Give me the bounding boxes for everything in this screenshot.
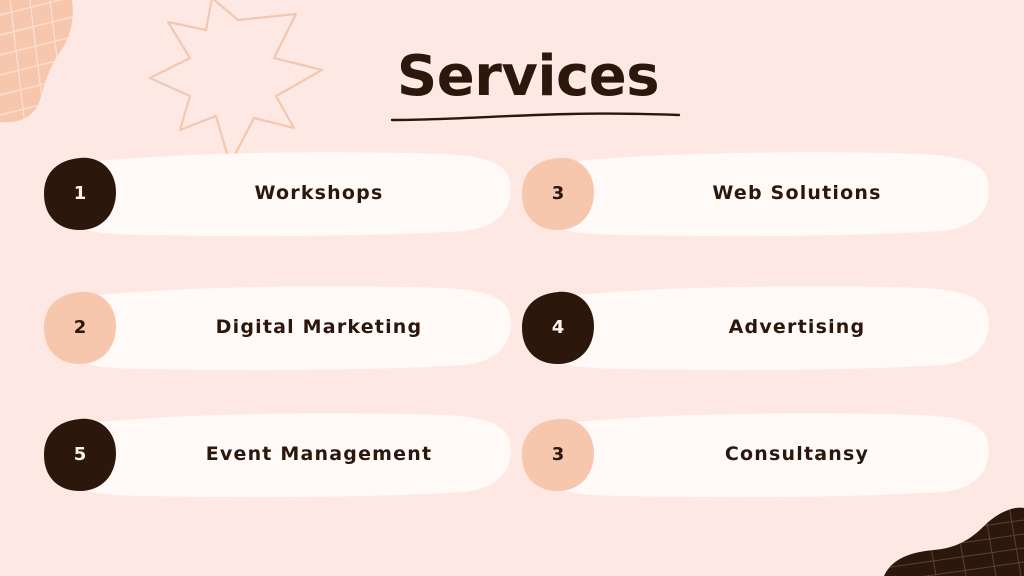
- card-pill-shape: [80, 413, 511, 498]
- number-badge-text: 1: [73, 182, 87, 204]
- card-pill-shape: [80, 286, 511, 371]
- number-badge: 2: [44, 290, 116, 364]
- service-card-advertising: 4 Advertising: [522, 285, 992, 375]
- service-card-digital-marketing: 2 Digital Marketing: [44, 285, 514, 375]
- service-label: Digital Marketing: [215, 316, 423, 338]
- number-badge: 5: [44, 417, 116, 491]
- service-label: Workshops: [254, 182, 384, 204]
- service-label: Consultansy: [724, 443, 870, 465]
- number-badge: 3: [522, 417, 594, 491]
- service-card-event-management: 5 Event Management: [44, 412, 514, 502]
- number-badge-text: 5: [73, 443, 87, 465]
- number-badge: 4: [522, 290, 594, 364]
- service-card-consultansy: 3 Consultansy: [522, 412, 992, 502]
- number-badge-text: 2: [73, 316, 87, 338]
- number-badge-text: 3: [551, 443, 565, 465]
- service-card-web-solutions: 3 Web Solutions: [522, 151, 992, 241]
- service-label: Advertising: [728, 316, 866, 338]
- card-pill-shape: [558, 152, 989, 237]
- card-pill-shape: [80, 152, 511, 237]
- number-badge-text: 3: [551, 182, 565, 204]
- title-underline: [390, 112, 681, 122]
- service-card-workshops: 1 Workshops: [44, 151, 514, 241]
- service-label: Web Solutions: [712, 182, 882, 204]
- page-title: Services: [396, 44, 660, 109]
- number-badge: 3: [522, 156, 594, 230]
- grid-blob-decoration: [0, 0, 73, 123]
- number-badge: 1: [44, 156, 116, 230]
- number-badge-text: 4: [551, 316, 565, 338]
- card-pill-shape: [558, 413, 989, 498]
- service-label: Event Management: [205, 443, 433, 465]
- card-pill-shape: [558, 286, 989, 371]
- dark-blob-decoration: [884, 507, 1024, 576]
